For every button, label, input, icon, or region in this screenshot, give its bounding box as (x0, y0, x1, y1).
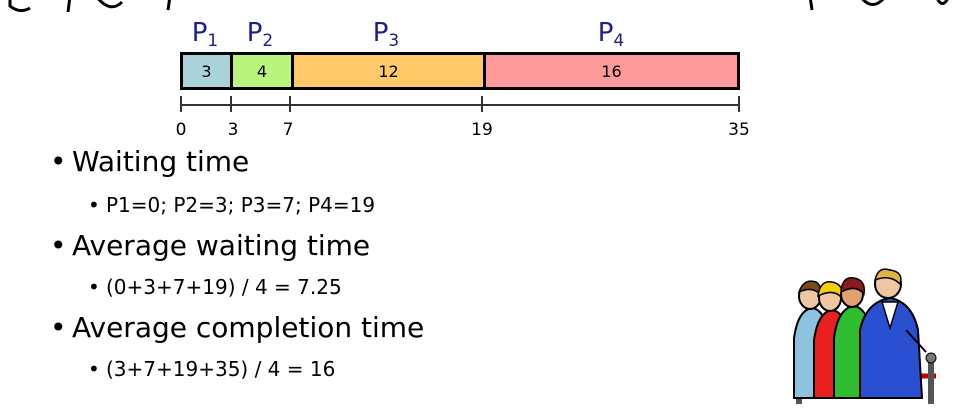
axis-tick (180, 96, 182, 112)
bullet-text: Average waiting time (72, 229, 371, 262)
bullet-item: •Average completion time (50, 311, 425, 344)
sub-bullet-item: •(3+7+19+35) / 4 = 16 (88, 357, 336, 381)
gantt-chart: 3 4 12 16 (180, 52, 740, 90)
tick-label: 0 (175, 120, 187, 140)
title-remnant (0, 0, 962, 20)
bullet-item: •Waiting time (50, 145, 250, 178)
sub-bullet-text: (0+3+7+19) / 4 = 7.25 (106, 275, 342, 299)
tick-label: 7 (282, 120, 294, 140)
tick-label: 3 (227, 120, 239, 140)
axis-tick (481, 96, 483, 112)
bullet-item: •Average waiting time (50, 229, 371, 262)
gantt-segment-p1: 3 (183, 55, 233, 87)
tick-label: 19 (471, 120, 493, 140)
axis-tick (738, 96, 740, 112)
gantt-segment-p2: 4 (233, 55, 294, 87)
process-label-p3: P3 (372, 18, 400, 51)
gantt-segment-p4: 16 (486, 55, 737, 87)
sub-bullet-item: •P1=0; P2=3; P3=7; P4=19 (88, 193, 376, 217)
people-waiting-in-line-icon (786, 268, 944, 404)
burst-value: 12 (378, 61, 399, 81)
time-axis (180, 104, 740, 106)
burst-value: 4 (256, 61, 268, 81)
tick-label: 35 (728, 120, 750, 140)
burst-value: 3 (201, 61, 212, 81)
axis-tick (289, 96, 291, 112)
gantt-segment-p3: 12 (294, 55, 486, 87)
sub-bullet-text: P1=0; P2=3; P3=7; P4=19 (106, 193, 376, 217)
sub-bullet-text: (3+7+19+35) / 4 = 16 (106, 357, 336, 381)
burst-value: 16 (601, 61, 622, 81)
bullet-text: Waiting time (72, 145, 250, 178)
sub-bullet-item: •(0+3+7+19) / 4 = 7.25 (88, 275, 342, 299)
process-label-p2: P2 (246, 18, 274, 51)
process-label-p4: P4 (597, 18, 625, 51)
bullet-text: Average completion time (72, 311, 425, 344)
process-label-p1: P1 (191, 18, 219, 51)
axis-tick (230, 96, 232, 112)
